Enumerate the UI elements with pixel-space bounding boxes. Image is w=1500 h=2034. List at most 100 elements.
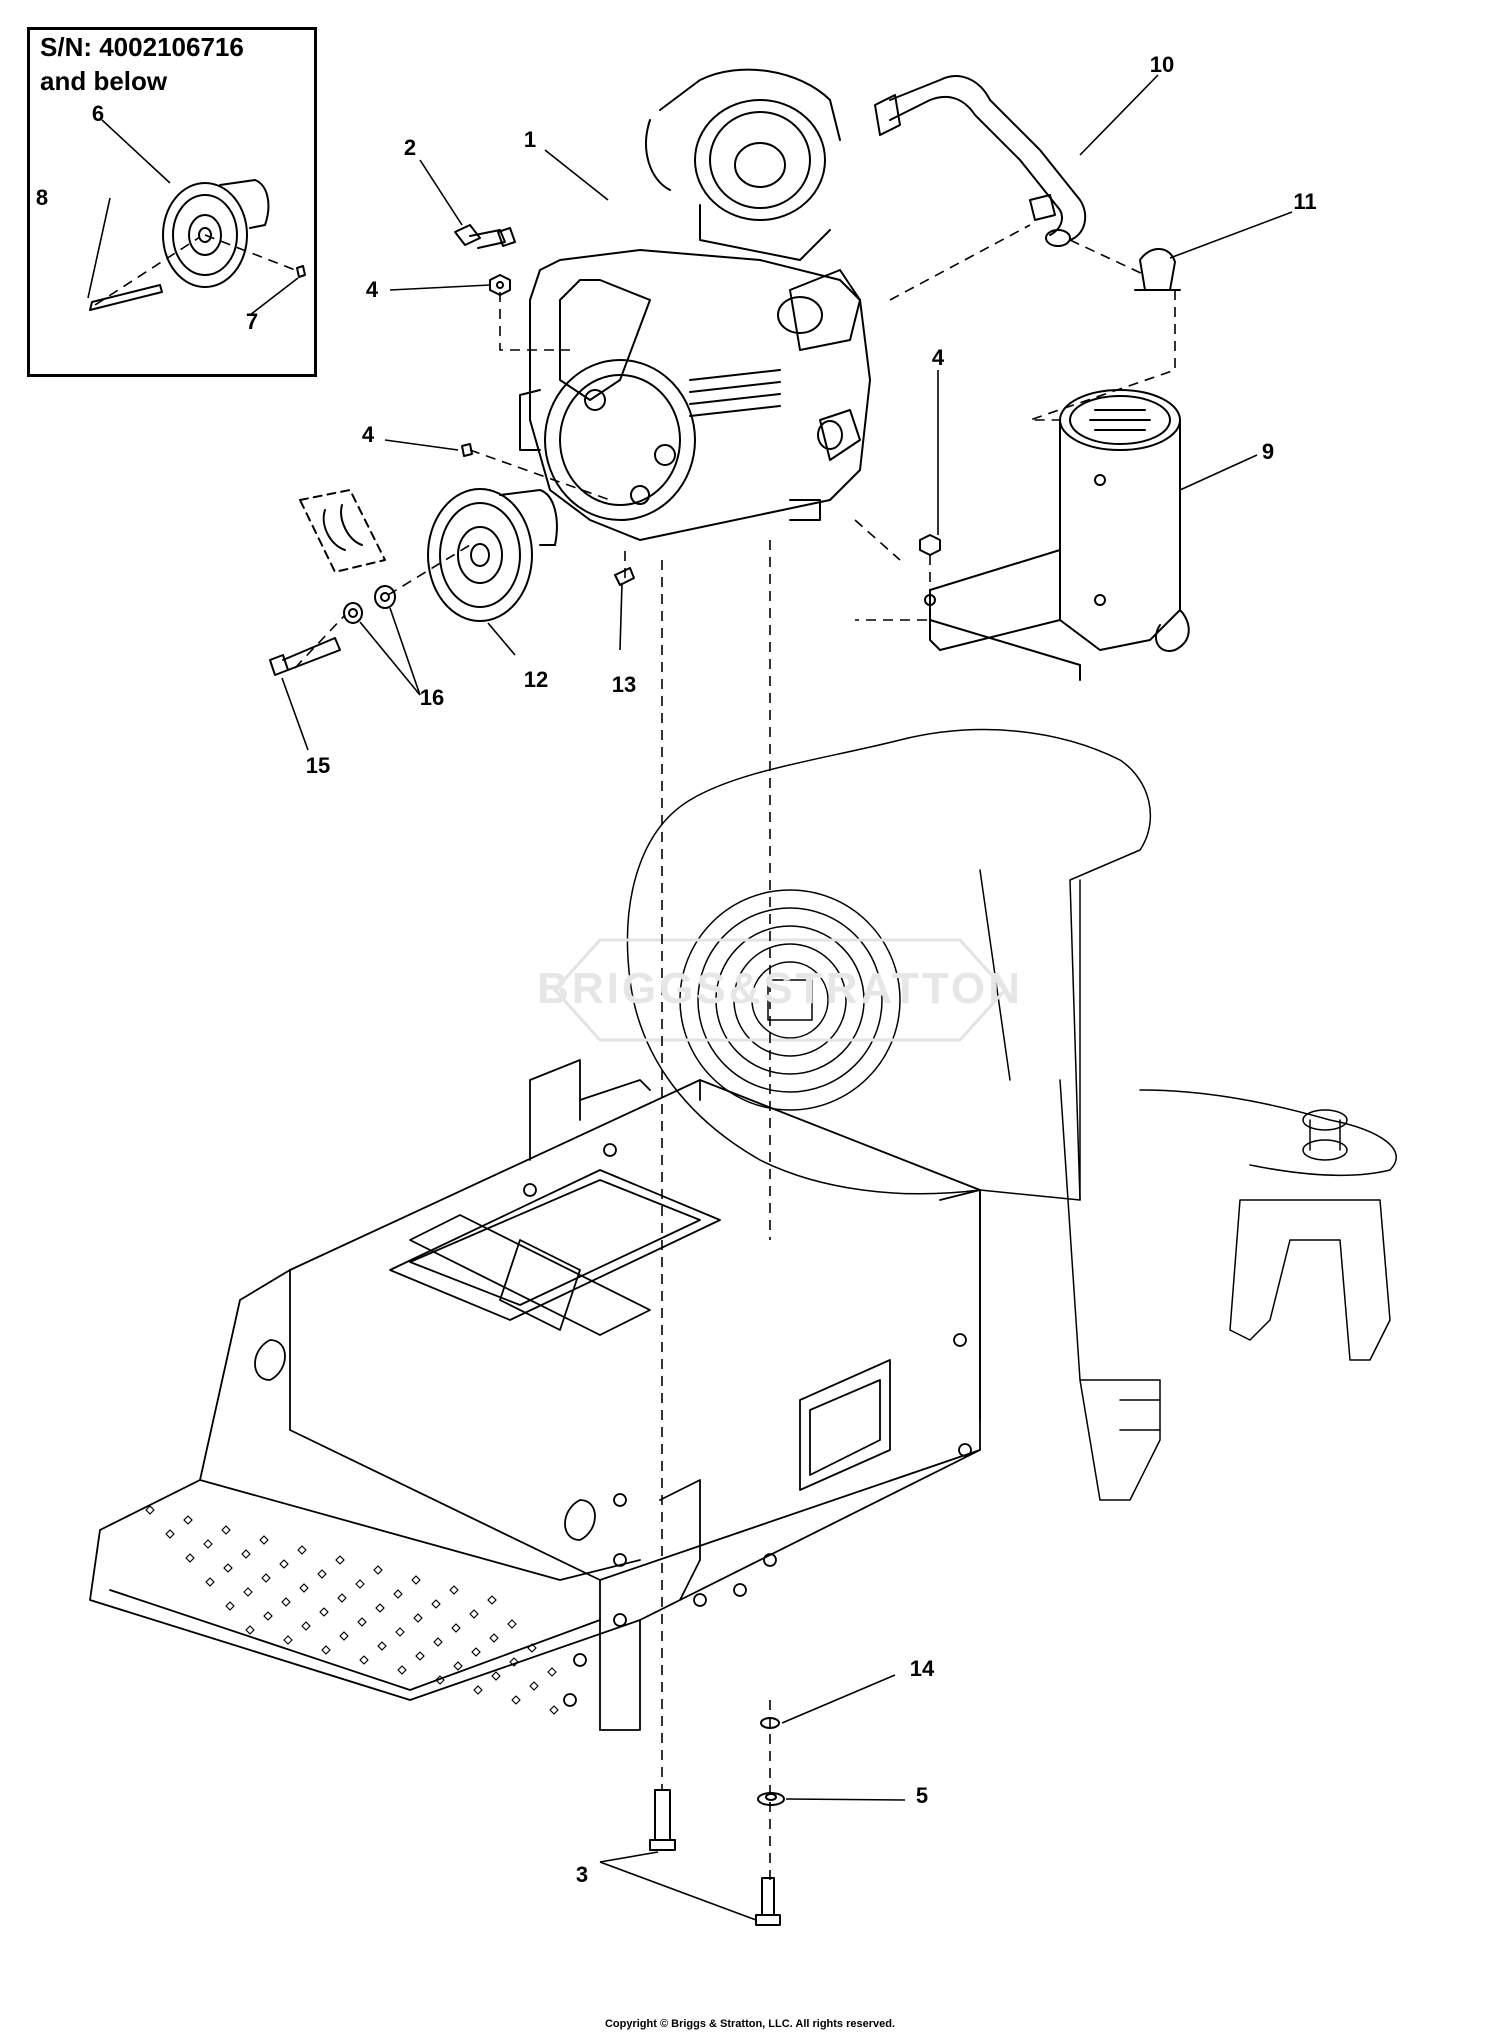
callout-10: 10 xyxy=(1149,52,1175,77)
plate-stud xyxy=(413,1613,423,1623)
plate-stud xyxy=(397,1665,407,1675)
plate-stud xyxy=(355,1579,365,1589)
part-pulley xyxy=(427,488,558,622)
plate-stud xyxy=(377,1641,387,1651)
plate-stud xyxy=(339,1631,349,1641)
watermark-text: BRIGGS&STRATTON xyxy=(537,964,1023,1013)
callout-6: 6 xyxy=(91,101,105,126)
callout-13: 13 xyxy=(611,672,637,697)
blower-housing xyxy=(626,728,1397,1501)
plate-stud xyxy=(223,1563,233,1573)
plate-stud xyxy=(145,1505,155,1515)
plate-stud xyxy=(469,1609,479,1619)
watermark-logo xyxy=(553,938,1007,1042)
plate-stud xyxy=(165,1529,175,1539)
callout-3: 3 xyxy=(575,1862,589,1887)
inset-pulley xyxy=(89,179,306,311)
callout-9: 9 xyxy=(1261,439,1275,464)
part-key-small xyxy=(461,443,473,457)
part-fitting xyxy=(454,224,516,249)
plate-stud xyxy=(225,1601,235,1611)
plate-stud xyxy=(489,1633,499,1643)
plate-stud xyxy=(433,1637,443,1647)
plate-stud xyxy=(357,1617,367,1627)
part-nut-muffler xyxy=(919,534,941,556)
plate-stud xyxy=(203,1539,213,1549)
plate-stud xyxy=(509,1657,519,1667)
plate-stud xyxy=(527,1643,537,1653)
plate-stud xyxy=(263,1611,273,1621)
callout-4-upper: 4 xyxy=(365,277,379,302)
callout-2: 2 xyxy=(403,135,417,160)
plate-stud xyxy=(321,1645,331,1655)
plate-stud xyxy=(435,1675,445,1685)
callout-leaders xyxy=(87,74,1293,1921)
plate-stud xyxy=(393,1589,403,1599)
plate-stud xyxy=(453,1661,463,1671)
plate-stud xyxy=(549,1705,559,1715)
plate-stud xyxy=(507,1619,517,1629)
part-nut-upper xyxy=(489,274,511,296)
plate-stud xyxy=(487,1595,497,1605)
callout-7: 7 xyxy=(245,309,259,334)
callout-14: 14 xyxy=(909,1656,935,1681)
copyright-notice: Copyright © Briggs & Stratton, LLC. All … xyxy=(604,2018,896,2030)
plate-stud xyxy=(415,1651,425,1661)
plate-stud xyxy=(491,1671,501,1681)
plate-stud xyxy=(241,1549,251,1559)
callout-4-middle: 4 xyxy=(361,422,375,447)
inset-frame xyxy=(27,27,317,377)
part-clamp xyxy=(1134,248,1181,291)
plate-stud xyxy=(529,1681,539,1691)
plate-stud xyxy=(473,1685,483,1695)
plate-stud xyxy=(297,1545,307,1555)
callout-4-muffler: 4 xyxy=(931,345,945,370)
callout-16: 16 xyxy=(419,685,445,710)
plate-stud xyxy=(511,1695,521,1705)
callout-1: 1 xyxy=(523,127,537,152)
part-bolt-3b xyxy=(755,1877,781,1926)
plate-stud xyxy=(301,1621,311,1631)
plate-stud xyxy=(373,1565,383,1575)
plate-stud xyxy=(547,1667,557,1677)
plate-stud xyxy=(205,1577,215,1587)
callout-12: 12 xyxy=(523,667,549,692)
dashed-alignment-lines xyxy=(94,224,1176,1880)
inset-below-label: and below xyxy=(40,66,168,96)
plate-stud xyxy=(185,1553,195,1563)
plate-stud xyxy=(261,1573,271,1583)
plate-stud xyxy=(319,1607,329,1617)
part-exhaust-pipe xyxy=(874,75,1087,247)
plate-stud xyxy=(283,1635,293,1645)
plate-stud xyxy=(451,1623,461,1633)
part-bolt-3a xyxy=(649,1789,676,1851)
plate-stud xyxy=(359,1655,369,1665)
plate-stud xyxy=(245,1625,255,1635)
plate-stud xyxy=(299,1583,309,1593)
callout-8: 8 xyxy=(35,185,49,210)
engine-assembly xyxy=(519,68,871,541)
part-washers xyxy=(343,585,396,624)
plate-stud xyxy=(431,1599,441,1609)
plate-stud xyxy=(243,1587,253,1597)
plate-stud xyxy=(337,1593,347,1603)
foot-plate-pattern xyxy=(145,1505,559,1715)
part-muffler xyxy=(924,389,1190,681)
inset-title: S/N: 4002106716 and below xyxy=(40,30,244,98)
plate-stud xyxy=(395,1627,405,1637)
plate-stud xyxy=(281,1597,291,1607)
callout-11: 11 xyxy=(1293,189,1317,214)
plate-stud xyxy=(335,1555,345,1565)
inset-serial-label: S/N: 4002106716 xyxy=(40,32,244,62)
part-bolt xyxy=(269,637,341,676)
plate-stud xyxy=(259,1535,269,1545)
plate-stud xyxy=(183,1515,193,1525)
plate-stud xyxy=(221,1525,231,1535)
part-washer-5 xyxy=(757,1792,785,1806)
plate-stud xyxy=(375,1603,385,1613)
callout-5: 5 xyxy=(915,1783,929,1808)
plate-stud xyxy=(317,1569,327,1579)
part-belt-guide-kit xyxy=(299,489,386,573)
plate-stud xyxy=(449,1585,459,1595)
